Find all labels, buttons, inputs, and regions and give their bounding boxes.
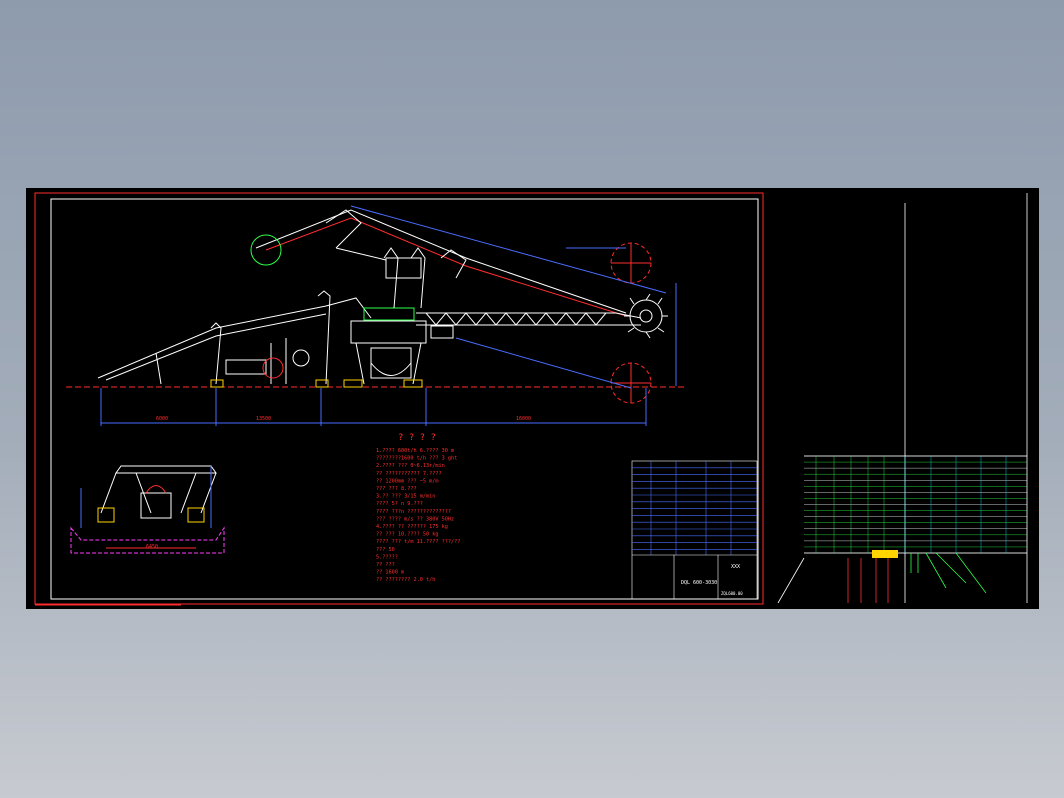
dimension-label: 6450 [146,544,158,550]
cad-drawing-canvas: 6000 13500 16000 6450 ? ? ? ? 1.???? 600… [34,192,1028,606]
title-block-label: XXX [731,564,740,570]
tech-spec-note-line: 4.???? ?? ?????? 175 kg [376,524,448,530]
tech-spec-note-line: ?? ??? [376,562,395,568]
tech-spec-note-line: ?? ??? 10.???? 50 kg [376,532,438,538]
tech-spec-note-line: 5.????? [376,554,398,560]
tech-spec-note-line: ?? ??????????? 7.???? [376,471,442,477]
tech-spec-note-line: ???? 5? n 9.??? [376,501,423,507]
dimension-label: 13500 [256,416,271,422]
sheet-inner-border [50,198,759,600]
tech-spec-note-line: ??? ???? m/s ?? 380V 50Hz [376,516,454,522]
dimension-label: 16000 [516,416,531,422]
tech-spec-note-line: ??? 50 [376,547,395,553]
tech-spec-note-line: ???? ???n ?????????????? [376,509,451,515]
tech-spec-note-line: 3.?? ??? 3/15 m/min [376,494,435,500]
dimension-label: 6000 [156,416,168,422]
drawing-number: DQL 600-3030 [681,580,717,586]
tech-spec-notes: 1.???? 600t/h 6.???? 30 m ????????1600 t… [376,448,460,583]
title-block [631,460,758,600]
tech-spec-heading: ? ? ? ? [398,433,436,443]
tech-spec-note-line: ????????1600 t/h ??? 3 ght [376,456,457,462]
tech-spec-note-line: ?? 1200mm ??? ~5 m/m [376,478,438,484]
tech-spec-note-line: ?? 1600 m [376,570,404,576]
sheet-outer-border [34,192,764,605]
machine-end-section-view [70,465,225,554]
tech-spec-note-line: ???? ??? t/m 11.???? ???/?? [376,539,460,545]
drawing-code: ZQL600.00 [721,591,743,596]
tech-spec-note-line: 1.???? 600t/h 6.???? 30 m [376,448,454,454]
machine-elevation-view [66,205,686,426]
cad-drawing-viewport[interactable]: 6000 13500 16000 6450 ? ? ? ? 1.???? 600… [26,188,1039,609]
tech-spec-note-line: 2.???? ??? 0~6.13r/min [376,463,445,469]
tech-spec-note-line: ??? ??? 8.??? [376,486,417,492]
tech-spec-note-line: ?? ???????? 2.0 t/h [376,577,435,583]
parts-list-sheet [777,193,1028,604]
